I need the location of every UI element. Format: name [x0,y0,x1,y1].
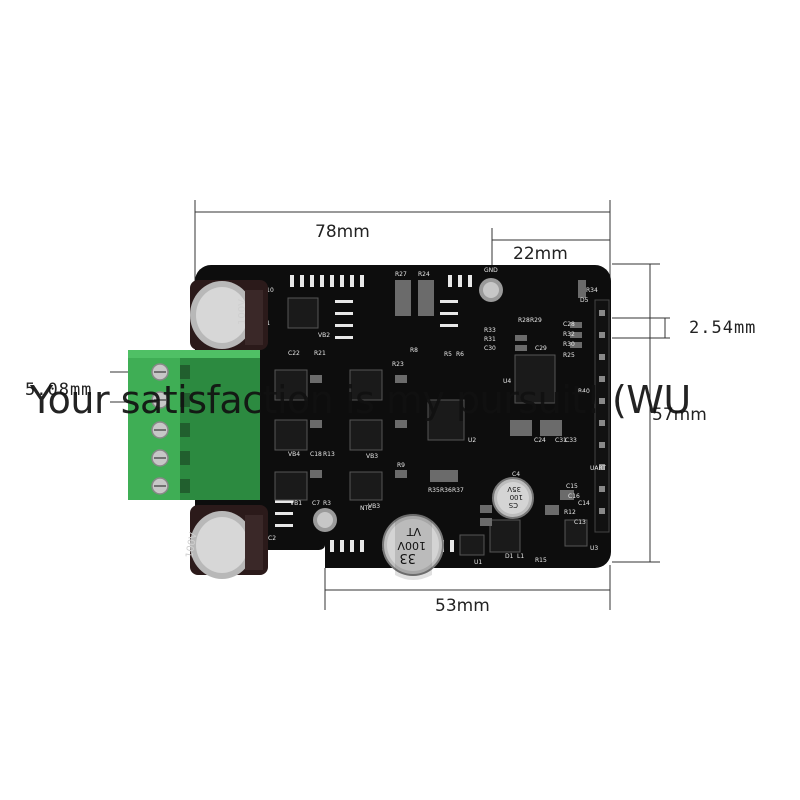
small-cap-value-text: 100 [510,493,523,501]
silk-c7: C7 [312,500,320,507]
silk-u4: U4 [503,378,511,385]
silk-r25: R25 [563,352,575,359]
silk-r15: R15 [535,557,547,564]
silk-c18: C18 [310,451,322,458]
pin-header [594,299,610,533]
silk-r30: R30 [563,341,575,348]
small-cap-voltage-text: 35V [507,485,521,493]
dimension-lines [110,200,670,610]
silk-c24: C24 [534,437,546,444]
dim-53mm: 53mm [435,596,490,616]
dim-22mm: 22mm [513,244,568,264]
silk-r40: R40 [578,388,590,395]
silk-r12: R12 [564,509,576,516]
cap-voltage-text: 100V [397,539,426,552]
silk-u3: U3 [590,545,598,552]
silk-r13: R13 [323,451,335,458]
silk-r24: R24 [418,271,430,278]
electrolytic-capacitor-33uf: 33 100V VT [382,512,444,580]
silk-c14: C14 [578,500,590,507]
silk-ntc: NTC [360,505,372,512]
silk-r33: R33 [484,327,496,334]
silk-c15: C15 [566,483,578,490]
silk-r32: R32 [563,331,575,338]
silk-c4: C4 [512,471,520,478]
silk-r6: R6 [456,351,464,358]
left-cap-bottom-text: 100V [184,531,199,559]
silk-r21: R21 [314,350,326,357]
silk-r5: R5 [444,351,452,358]
silk-l1: L1 [517,553,524,560]
silk-u1: U1 [474,559,482,566]
silk-d5: D5 [580,297,589,304]
silk-c28: C28 [563,321,575,328]
silk-c22: C22 [288,350,300,357]
silk-c16: C16 [568,493,580,500]
watermark-text: Your satisfaction is my pursuit! (WU [30,378,691,422]
silk-r37: R37 [452,487,464,494]
silk-u2: U2 [468,437,476,444]
screw-terminal-block [128,350,260,500]
silk-c31: C31 [555,437,567,444]
silk-c2: C2 [268,535,276,542]
silk-gnd: GND [484,267,498,274]
small-cap-series-text: CS [508,501,518,509]
silk-r9: R9 [397,462,405,469]
dim-2-54mm: 2.54mm [689,318,757,338]
electrolytic-capacitor-small: 100 35V CS [492,477,534,519]
silk-r3: R3 [323,500,331,507]
silk-c29: C29 [535,345,547,352]
silk-r27: R27 [395,271,407,278]
mounting-hole [313,278,503,532]
silk-r31: R31 [484,336,496,343]
dim-5-08mm: 5.08mm [25,380,93,400]
silk-vb4: VB4 [288,451,300,458]
silk-r35: R35 [428,487,440,494]
silk-r34: R34 [586,287,598,294]
silk-r23: R23 [392,361,404,368]
silk-vb3: VB3 [366,453,378,460]
silk-c30: C30 [484,345,496,352]
dim-78mm: 78mm [315,222,370,242]
silk-vb2: VB2 [318,332,330,339]
silk-c13: C13 [574,519,586,526]
silk-uart: UART [590,465,606,472]
dim-57mm: 57mm [652,405,707,425]
silk-r36: R36 [440,487,452,494]
left-capacitor-top: 100V [190,280,268,350]
silk-r29: R29 [530,317,542,324]
cap-value-text: 33 [399,550,416,565]
left-cap-top-text: 100V [237,299,248,325]
silk-r28: R28 [518,317,530,324]
silk-c33: C33 [565,437,577,444]
silk-d1: D1 [505,553,514,560]
silk-vb3b: VB3 [368,503,380,510]
silk-vb1: VB1 [290,500,302,507]
cap-series-text: VT [406,525,421,538]
left-capacitor-bottom: 100V [184,505,268,579]
silk-r8: R8 [410,347,418,354]
